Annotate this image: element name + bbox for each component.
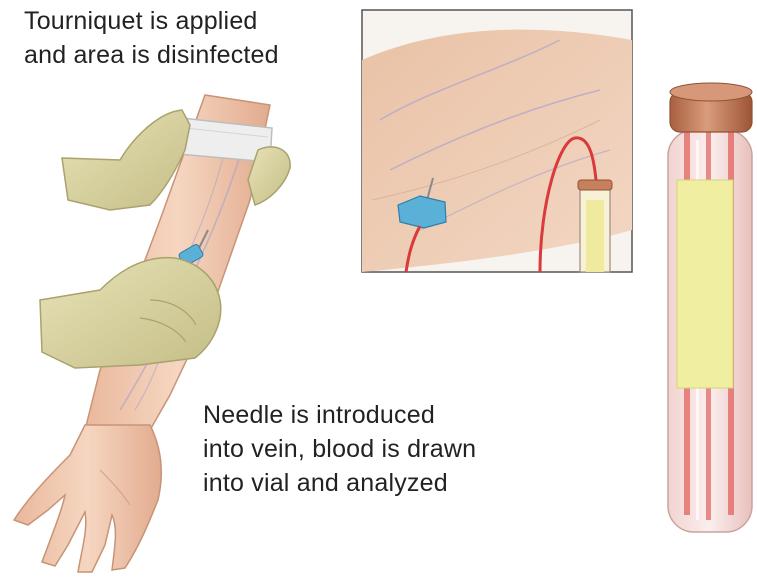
caption-line: Needle is introduced <box>203 398 476 432</box>
caption-needle-step: Needle is introduced into vein, blood is… <box>203 398 476 500</box>
blood-vial <box>668 83 752 532</box>
caption-line: into vial and analyzed <box>203 466 476 500</box>
close-up-inset <box>362 10 632 272</box>
caption-tourniquet-step: Tourniquet is applied and area is disinf… <box>24 4 279 72</box>
caption-line: Tourniquet is applied <box>24 4 279 38</box>
caption-line: into vein, blood is drawn <box>203 432 476 466</box>
caption-line: and area is disinfected <box>24 38 279 72</box>
gloved-hand <box>40 258 221 368</box>
